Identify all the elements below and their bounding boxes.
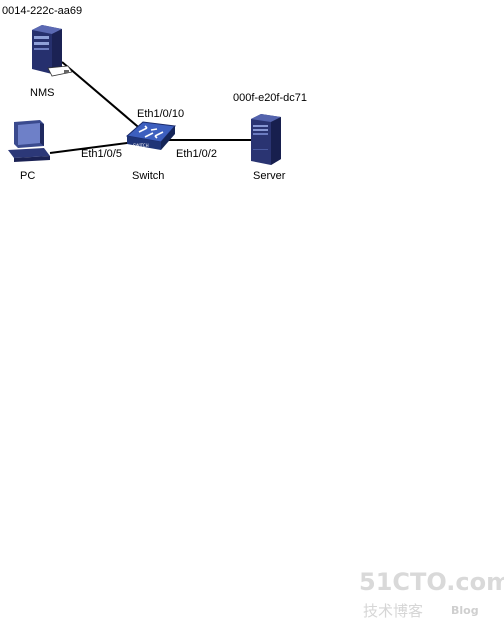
server-label: Server [253, 170, 286, 182]
desktop-pc-icon [8, 120, 50, 162]
watermark-brand: 51CTO.com [359, 568, 504, 596]
server-icon [251, 114, 281, 165]
nms-mac-address: 0014-222c-aa69 [2, 5, 83, 17]
watermark-logo: 51CTO.com 技术博客 Blog [359, 568, 504, 628]
watermark-blog: Blog [451, 604, 479, 617]
nms-label: NMS [30, 87, 55, 99]
switch-label: Switch [132, 170, 165, 182]
tower-pc-icon [32, 25, 72, 77]
switch-icon: SWITCH [125, 121, 176, 150]
server-mac-address: 000f-e20f-dc71 [233, 92, 307, 104]
port-label-eth1-0-5: Eth1/0/5 [81, 148, 122, 160]
watermark-subtitle: 技术博客 [363, 602, 424, 620]
port-label-eth1-0-2: Eth1/0/2 [176, 148, 217, 160]
pc-label: PC [20, 170, 36, 182]
svg-text:SWITCH: SWITCH [133, 143, 149, 148]
port-label-eth1-0-10: Eth1/0/10 [137, 108, 185, 120]
link-nms-switch [61, 61, 151, 138]
